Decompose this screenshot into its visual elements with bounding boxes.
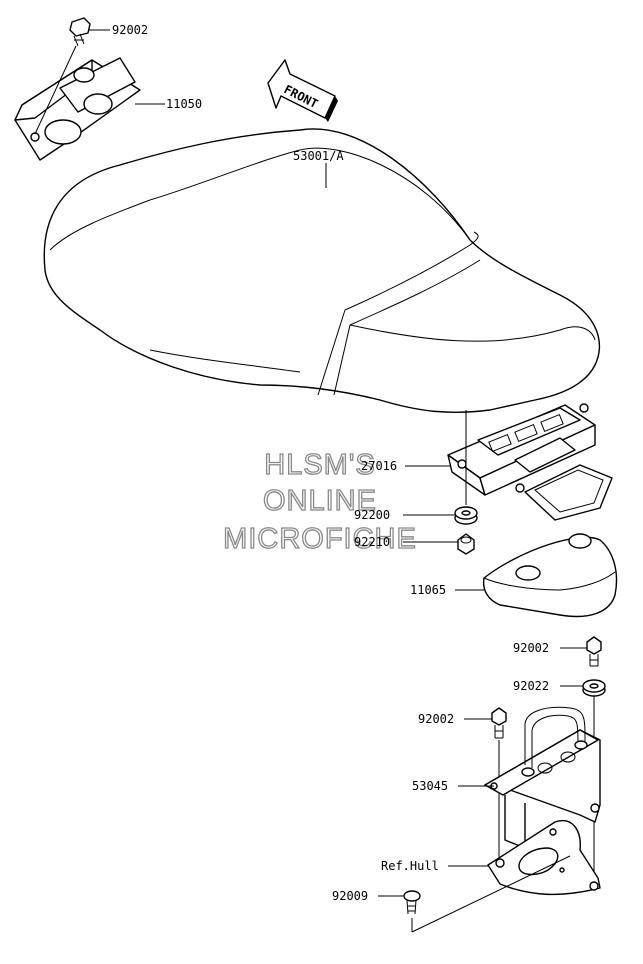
label-11065: 11065 (410, 583, 446, 597)
label-92009: 92009 (332, 889, 368, 903)
label-ref-hull: Ref.Hull (381, 859, 439, 873)
screw-92009 (403, 890, 421, 915)
bolt-92002-top (34, 17, 91, 135)
label-53001A: 53001/A (293, 149, 344, 163)
label-92210: 92210 (354, 535, 390, 549)
bolt-92002-mid (586, 636, 602, 667)
washer-92200 (454, 506, 478, 525)
bracket-11050 (14, 57, 141, 161)
label-27016: 27016 (361, 459, 397, 473)
nut-92210 (457, 533, 475, 555)
cover-11065 (482, 533, 618, 618)
front-arrow: FRONT (267, 59, 338, 122)
label-92022: 92022 (513, 679, 549, 693)
watermark-line-2: ONLINE (263, 485, 377, 517)
label-92200: 92200 (354, 508, 390, 522)
bolt-92002-low (491, 707, 507, 739)
label-92002-top: 92002 (112, 23, 148, 37)
label-92002-mid: 92002 (513, 641, 549, 655)
seat-53001A (43, 128, 601, 413)
label-53045: 53045 (412, 779, 448, 793)
watermark-line-1: HLSM'S (264, 449, 375, 481)
bracket-53045 (484, 706, 601, 849)
label-11050: 11050 (166, 97, 202, 111)
label-92002-low: 92002 (418, 712, 454, 726)
watermark-line-3: MICROFICHE (223, 523, 417, 555)
hull-plate (487, 819, 601, 896)
washer-92022 (582, 679, 606, 697)
latch-27016 (447, 403, 613, 521)
